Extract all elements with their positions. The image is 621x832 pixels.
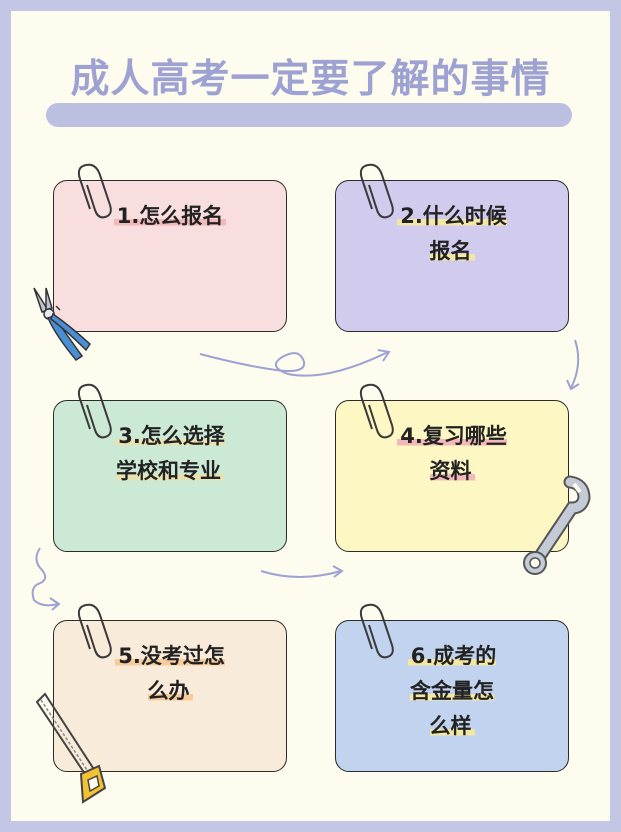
pliers-icon: [33, 287, 91, 361]
card-3: 3.怎么选择 学校和专业: [53, 400, 287, 552]
card-label: 2.什么时候 报名: [397, 204, 507, 263]
card-2: 2.什么时候 报名: [335, 180, 569, 332]
saw-icon: [35, 692, 107, 804]
paperclip-icon: [77, 603, 112, 659]
card-label: 5.没考过怎 么办: [115, 644, 225, 703]
card-label: 3.怎么选择 学校和专业: [115, 424, 225, 483]
paperclip-icon: [359, 383, 394, 439]
card-label: 4.复习哪些 资料: [397, 424, 507, 483]
arrow-icon: [566, 339, 580, 391]
paperclip-icon: [77, 163, 112, 219]
paperclip-icon: [77, 383, 112, 439]
card-1: 1.怎么报名: [53, 180, 287, 332]
card-5: 5.没考过怎 么办: [53, 620, 287, 772]
arrow-icon: [260, 565, 344, 578]
arrow-icon: [31, 547, 61, 611]
card-4: 4.复习哪些 资料: [335, 400, 569, 552]
title-underline-bar: [46, 103, 572, 127]
paperclip-icon: [359, 603, 394, 659]
card-label: 6.成考的 含金量怎 么样: [407, 644, 497, 738]
paperclip-icon: [359, 163, 394, 219]
card-6: 6.成考的 含金量怎 么样: [335, 620, 569, 772]
card-label: 1.怎么报名: [113, 204, 227, 228]
arrow-icon: [199, 349, 391, 377]
page-title: 成人高考一定要了解的事情: [70, 57, 551, 102]
wrench-icon: [523, 475, 591, 575]
